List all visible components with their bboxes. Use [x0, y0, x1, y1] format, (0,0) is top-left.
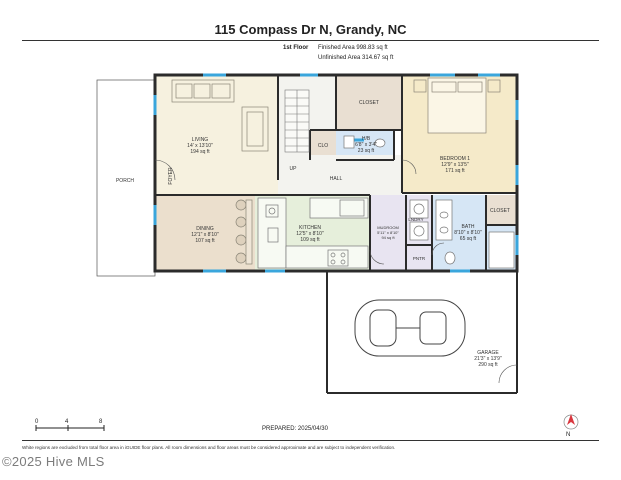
- foyer-label: FOYER: [168, 167, 174, 185]
- disclaimer-text: White regions are excluded from total fl…: [22, 445, 396, 450]
- living-dims: 14' x 13'10": [187, 143, 213, 149]
- closet-upper-room: [336, 75, 402, 130]
- finished-area: Finished Area 998.83 sq ft: [318, 45, 388, 51]
- bath-label: BATH: [462, 224, 475, 230]
- bedroom-area: 171 sq ft: [445, 168, 465, 174]
- bath-area: 65 sq ft: [460, 236, 477, 242]
- scale-label-8: 8: [99, 419, 103, 425]
- porch-area: [96, 79, 156, 277]
- bottom-divider: [22, 440, 599, 441]
- living-room: [155, 75, 278, 195]
- living-label: LIVING: [192, 137, 209, 143]
- hall-area: [278, 155, 402, 195]
- half-bath-area: 23 sq ft: [358, 148, 375, 154]
- top-divider: [22, 40, 599, 41]
- windows: [153, 73, 519, 273]
- scale-bar: [35, 425, 105, 431]
- kitchen-area: 109 sq ft: [300, 237, 320, 243]
- mudroom-room: [370, 195, 406, 271]
- bedroom-furniture: [413, 77, 501, 134]
- north-label: N: [566, 432, 571, 438]
- mudroom-area: 94 sq ft: [381, 235, 395, 240]
- scale-label-4: 4: [65, 419, 69, 425]
- plan-title: 115 Compass Dr N, Grandy, NC: [214, 22, 407, 37]
- hall-label: HALL: [330, 176, 343, 182]
- prepared-date: PREPARED: 2025/04/30: [262, 426, 328, 432]
- garage-area: 290 sq ft: [478, 362, 498, 368]
- kitchen-fixtures: [257, 197, 369, 269]
- up-label: UP: [290, 166, 298, 172]
- bath-dims: 8'10" x 8'10": [454, 230, 482, 236]
- north-compass: [563, 414, 579, 430]
- closet-right-room: [486, 195, 517, 225]
- mudroom-label: MUDROOM: [377, 225, 399, 230]
- laundry-label: LNDRY: [408, 217, 423, 222]
- unfinished-area: Unfinished Area 314.67 sq ft: [318, 55, 394, 61]
- bedroom-dims: 12'9" x 13'5": [441, 162, 469, 168]
- mudroom-dims: 5'11" x 8'10": [377, 230, 399, 235]
- clo-label: CLO: [318, 143, 328, 149]
- pantry-label: PNTR: [413, 256, 426, 261]
- garage-dims: 21'3" x 13'9": [474, 356, 502, 362]
- kitchen-label: KITCHEN: [299, 225, 321, 231]
- closet-right-label: CLOSET: [490, 208, 510, 214]
- scale-label-0: 0: [35, 419, 39, 425]
- kitchen-dims: 12'5" x 8'10": [296, 231, 324, 237]
- garage-label: GARAGE: [477, 350, 499, 356]
- half-bath-dims: 6'8" x 3'4": [355, 142, 377, 148]
- living-area: 194 sq ft: [190, 149, 210, 155]
- porch-label: PORCH: [116, 178, 134, 184]
- dining-area: 107 sq ft: [195, 238, 215, 244]
- half-bath-label: H/B: [362, 136, 371, 142]
- door-swings: [154, 159, 518, 384]
- car-outline: [354, 299, 466, 357]
- living-furniture: [171, 79, 269, 152]
- dining-furniture: [235, 199, 253, 265]
- bath-fixtures: [343, 135, 515, 269]
- bedroom-label: BEDROOM 1: [440, 156, 470, 162]
- mls-watermark: ©2025 Hive MLS: [2, 454, 105, 469]
- closet-upper-label: CLOSET: [359, 100, 379, 106]
- walls: [153, 73, 519, 394]
- stairs: [284, 89, 310, 153]
- floor-label: 1st Floor: [283, 45, 309, 51]
- dining-label: DINING: [196, 226, 214, 232]
- pantry-room: [406, 245, 432, 271]
- dining-dims: 12'1" x 8'10": [191, 232, 219, 238]
